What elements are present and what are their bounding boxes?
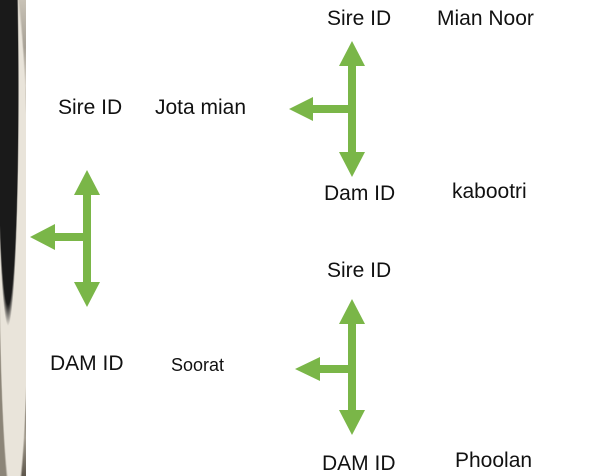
parent-dam-label: DAM ID xyxy=(50,352,124,375)
top-dam-value: kabootri xyxy=(452,180,527,203)
parent-pair-arrow-icon xyxy=(30,170,100,307)
bottom-dam-value: Phoolan xyxy=(455,449,533,472)
top-dam-label: Dam ID xyxy=(324,182,396,205)
bottom-dam-label: DAM ID xyxy=(322,452,396,475)
top-sire-label: Sire ID xyxy=(327,7,392,30)
parent-sire-value: Jota mian xyxy=(155,96,247,119)
top-pair-arrow-icon xyxy=(289,41,365,177)
bottom-pair-arrow-icon xyxy=(295,299,365,435)
animal-photo xyxy=(0,0,26,476)
parent-dam-value: Soorat xyxy=(171,355,225,375)
bottom-sire-label: Sire ID xyxy=(327,259,392,282)
parent-sire-label: Sire ID xyxy=(58,96,123,119)
top-sire-value: Mian Noor xyxy=(437,7,534,30)
